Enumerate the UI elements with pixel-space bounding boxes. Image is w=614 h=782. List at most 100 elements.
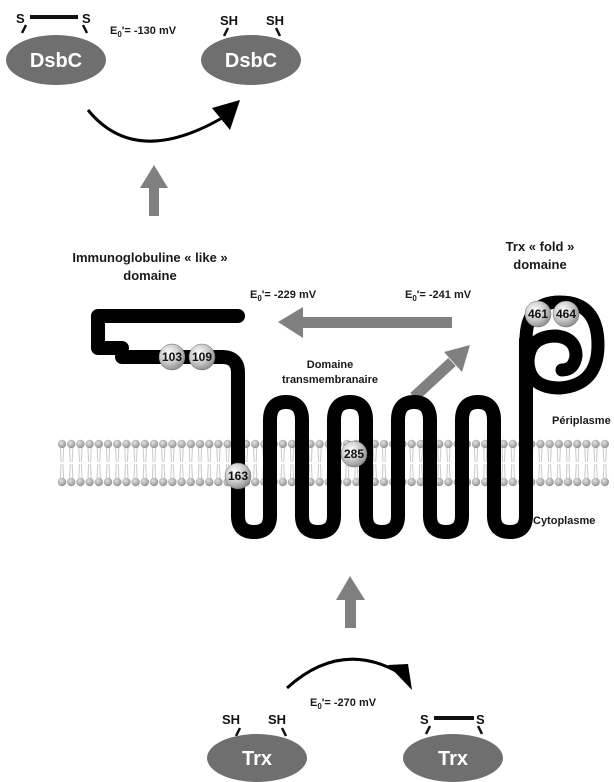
lipid-head (113, 439, 122, 449)
lipid-head (554, 477, 563, 487)
lipid-head (278, 439, 287, 449)
lipid-head (573, 477, 582, 487)
lipid-head (94, 439, 104, 449)
lipid-tail (510, 463, 513, 479)
lipid-head (94, 477, 104, 487)
lipid-tail (197, 463, 200, 479)
lipid-tail (99, 447, 101, 463)
lipid-tail (209, 447, 212, 463)
svg-text:103: 103 (162, 350, 182, 364)
lipid-head (76, 477, 85, 487)
lipid-tail (163, 463, 166, 479)
lipid-head (435, 477, 444, 487)
lipid-head (251, 477, 260, 487)
trx-oxidized-sulfur-right: S (476, 712, 485, 727)
lipid-head (168, 477, 177, 487)
lipid-tail (108, 447, 111, 463)
lipid-tail (412, 463, 414, 479)
lipid-tail (575, 447, 577, 463)
lipid-tail (559, 463, 561, 479)
cysteine-464: 464 (552, 300, 580, 328)
lipid-tail (586, 463, 589, 479)
lipid-tail (568, 447, 571, 463)
lipid-head (278, 477, 287, 487)
lipid-tail (216, 463, 218, 479)
lipid-tail (550, 463, 552, 479)
svg-text:109: 109 (192, 350, 212, 364)
lipid-tail (90, 447, 92, 463)
lipid-head (140, 477, 149, 487)
lipid-tail (218, 447, 221, 463)
lipid-tail (170, 463, 172, 479)
trx-fold-label-line2: domaine (513, 257, 566, 272)
lipid-head (287, 477, 297, 487)
lipid-tail (375, 447, 377, 463)
lipid-head (57, 477, 67, 487)
lipid-head (407, 477, 416, 487)
trx-reduced-sh-right: SH (268, 712, 286, 727)
lipid-tail (124, 447, 126, 463)
lipid-head (67, 477, 76, 487)
lipid-head (379, 477, 389, 487)
lipid-tail (559, 447, 561, 463)
lipid-tail (439, 463, 442, 479)
lipid-tail (347, 463, 350, 479)
lipid-head (352, 477, 361, 487)
lipid-tail (90, 463, 92, 479)
lipid-tail (409, 463, 412, 479)
lipid-head (159, 477, 168, 487)
lipid-tail (510, 447, 513, 463)
lipid-head (591, 477, 600, 487)
lipid-head (177, 439, 186, 449)
lipid-tail (473, 447, 476, 463)
lipid-tail (584, 447, 586, 463)
lipid-tail (596, 463, 598, 479)
lipid-tail (253, 447, 255, 463)
lipid-head (416, 439, 425, 449)
trx-oxidized-sulfur-left: S (420, 712, 429, 727)
lipid-tail (225, 447, 228, 463)
lipid-tail (292, 463, 295, 479)
lipid-tail (556, 463, 559, 479)
lipid-tail (476, 463, 479, 479)
lipid-head (471, 439, 481, 449)
lipid-tail (547, 447, 550, 463)
lipid-tail (584, 463, 586, 479)
lipid-head (545, 477, 554, 487)
lipid-tail (310, 447, 313, 463)
lipid-head (186, 477, 195, 487)
lipid-tail (62, 463, 65, 479)
lipid-tail (117, 463, 120, 479)
lipid-tail (586, 447, 589, 463)
lipid-tail (209, 463, 212, 479)
lipid-tail (289, 463, 292, 479)
lipid-head (67, 439, 76, 449)
lipid-tail (605, 463, 607, 479)
lipid-head (536, 477, 545, 487)
lipid-head (85, 439, 94, 449)
lipid-tail (207, 463, 209, 479)
lipid-head (536, 439, 545, 449)
lipid-tail (283, 463, 285, 479)
lipid-head (186, 439, 195, 449)
lipid-tail (372, 463, 375, 479)
cysteine-109: 109 (188, 343, 216, 371)
lipid-head (315, 439, 324, 449)
lipid-tail (161, 447, 163, 463)
lipid-tail (602, 447, 605, 463)
trx-reduced-oval (207, 734, 307, 782)
lipid-tail (218, 463, 221, 479)
lipid-head (223, 439, 232, 449)
lipid-tail (96, 463, 99, 479)
lipid-tail (126, 447, 129, 463)
arrow-trx-fold-to-ig-domain (278, 307, 452, 338)
lipid-head (214, 477, 223, 487)
lipid-tail (501, 463, 504, 479)
trx-oxidation-arrowhead (388, 664, 412, 690)
lipid-tail (550, 447, 552, 463)
lipid-head (471, 477, 481, 487)
ig-domain-label-line2: domaine (123, 268, 176, 283)
lipid-head (205, 477, 214, 487)
lipid-head (103, 477, 113, 487)
lipid-head (195, 477, 205, 487)
